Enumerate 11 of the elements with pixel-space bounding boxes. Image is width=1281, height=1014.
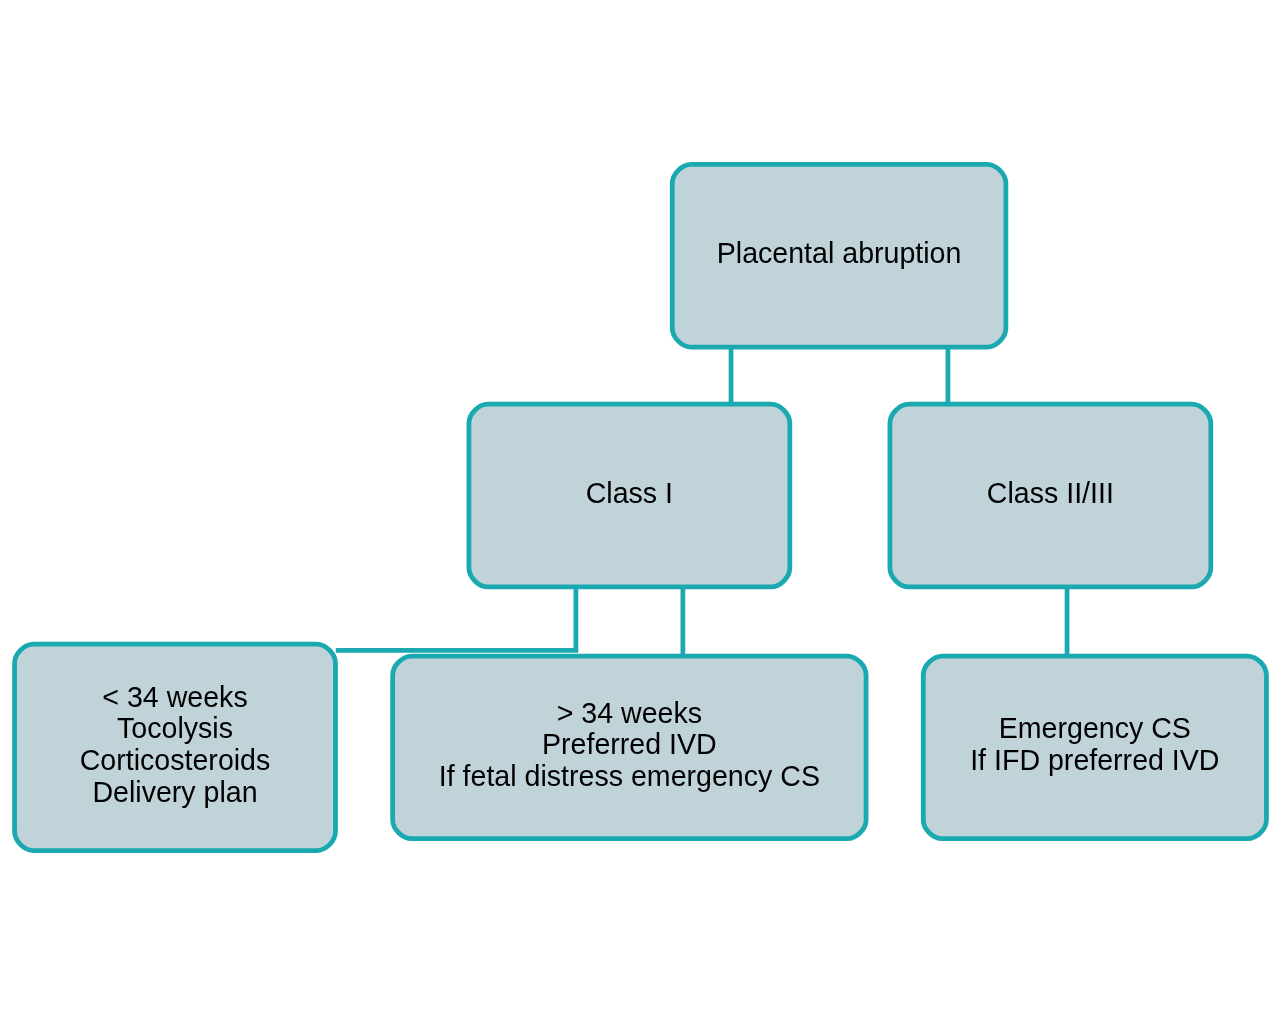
node-box: Class I	[466, 401, 793, 589]
node-box: > 34 weeks Preferred IVD If fetal distress emergency CS	[390, 653, 869, 841]
connector	[680, 586, 686, 656]
connector	[945, 346, 951, 404]
connector	[728, 346, 734, 404]
connector	[1064, 586, 1070, 656]
connector	[335, 586, 579, 653]
node-box: Placental abruption	[669, 161, 1009, 349]
node-box: Emergency CS If IFD preferred IVD	[920, 653, 1269, 841]
node-box: Class II/III	[887, 401, 1214, 589]
node-box: < 34 weeks Tocolysis Corticosteroids Delivery plan	[12, 641, 338, 853]
